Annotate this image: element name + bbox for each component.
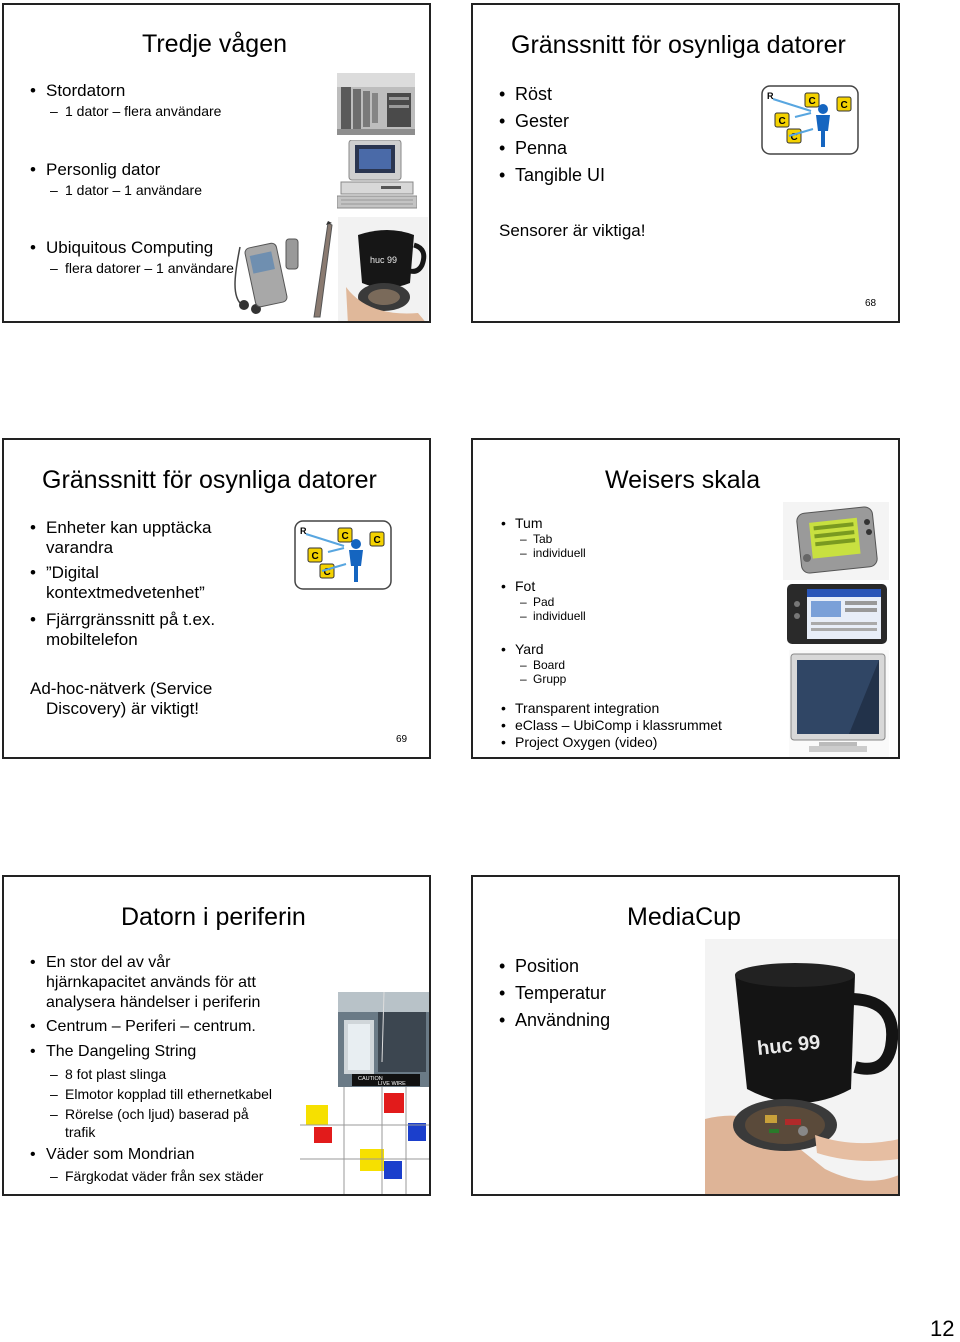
slide-mediacup: MediaCup Position Temperatur Användning … — [471, 875, 900, 1196]
bullet-line: En stor del av vår — [46, 954, 171, 971]
bullet: Enheter kan upptäcka varandra — [30, 518, 212, 558]
board-display-photo — [789, 650, 889, 757]
diagram-label-r: R — [300, 526, 307, 536]
bullet-line: mobiltelefon — [46, 630, 138, 649]
caution-label: CAUTION — [358, 1076, 383, 1082]
sub-bullet-line: Rörelse (och ljud) baserad på — [65, 1106, 249, 1122]
ubiquitous-devices-photo: huc 99 — [234, 217, 428, 321]
bullet: The Dangeling String — [30, 1042, 196, 1062]
sub-bullet: Tab — [520, 532, 553, 547]
sub-bullet: individuell — [520, 609, 586, 624]
sub-bullet: flera datorer – 1 användare — [50, 259, 234, 277]
bullet: Ubiquitous Computing — [30, 238, 213, 258]
slide-title: Tredje vågen — [142, 30, 287, 58]
diagram-label-c: C — [779, 116, 786, 127]
sub-bullet: Elmotor kopplad till ethernetkabel — [50, 1085, 272, 1103]
bullet: Väder som Mondrian — [30, 1145, 194, 1165]
slide-gransnitt-2: Gränssnitt för osynliga datorer Enheter … — [2, 438, 431, 759]
bullet: Tangible UI — [499, 165, 605, 185]
slide-page-number: 68 — [865, 298, 877, 309]
bullet-line: ”Digital — [46, 563, 99, 582]
bullet-line: kontextmedvetenhet” — [46, 583, 205, 602]
slide-title: MediaCup — [627, 903, 741, 931]
slide-note: Sensorer är viktiga! — [499, 221, 646, 240]
diagram-label-r: R — [767, 91, 774, 101]
note-line: Discovery) är viktigt! — [46, 699, 200, 718]
bullet: Transparent integration — [501, 700, 659, 717]
slide-note: Ad-hoc-nätverk (Service Discovery) är vi… — [30, 679, 212, 719]
diagram-label-c: C — [312, 551, 319, 562]
mainframe-photo — [337, 73, 415, 135]
live-wire-label: LIVE WIRE — [378, 1081, 406, 1087]
bullet: eClass – UbiComp i klassrummet — [501, 717, 722, 734]
tab-device-photo — [783, 502, 889, 580]
bullet: Penna — [499, 138, 567, 158]
mug-logo-text: huc 99 — [370, 255, 397, 265]
bullet: En stor del av vår hjärnkapacitet använd… — [30, 953, 261, 1013]
bullet: Röst — [499, 84, 552, 104]
diagram-label-c: C — [342, 531, 349, 542]
bullet-line: varandra — [46, 538, 114, 557]
bullet: Tum — [501, 515, 543, 532]
sub-bullet: Pad — [520, 595, 555, 610]
sub-bullet: individuell — [520, 546, 586, 561]
sub-bullet: Grupp — [520, 672, 567, 687]
sub-bullet-line: trafik — [65, 1124, 96, 1140]
bullet: ”Digital kontextmedvetenhet” — [30, 563, 205, 603]
sub-bullet: Färgkodat väder från sex städer — [50, 1167, 263, 1185]
slide-title: Weisers skala — [605, 466, 761, 494]
bullet-line: analysera händelser i periferin — [46, 994, 261, 1011]
service-discovery-diagram: R C C C C — [294, 520, 392, 590]
slide-title: Gränssnitt för osynliga datorer — [42, 466, 377, 494]
sub-bullet: Rörelse (och ljud) baserad på trafik — [50, 1105, 249, 1141]
slide-title: Datorn i periferin — [121, 903, 306, 931]
pad-device-photo — [787, 584, 887, 644]
personal-computer-photo — [337, 140, 417, 209]
slide-datorn-i-periferin: Datorn i periferin En stor del av vår hj… — [2, 875, 431, 1196]
bullet: Användning — [499, 1010, 610, 1030]
bullet: Gester — [499, 111, 569, 131]
service-discovery-diagram: R C C C C — [761, 85, 859, 155]
bullet: Position — [499, 956, 579, 976]
bullet: Project Oxygen (video) — [501, 734, 657, 751]
sub-bullet: Board — [520, 658, 565, 673]
diagram-label-c: C — [324, 567, 331, 578]
sub-bullet: 8 fot plast slinga — [50, 1065, 166, 1083]
mondrian-weather-graphic — [300, 1087, 429, 1194]
slide-weisers-skala: Weisers skala Tum Tab individuell Fot Pa… — [471, 438, 900, 759]
diagram-label-c: C — [841, 100, 848, 111]
bullet: Fot — [501, 578, 535, 595]
sub-bullet: 1 dator – 1 användare — [50, 181, 202, 199]
bullet: Yard — [501, 641, 543, 658]
bullet: Stordatorn — [30, 81, 125, 101]
bullet: Centrum – Periferi – centrum. — [30, 1017, 256, 1037]
bullet: Personlig dator — [30, 160, 160, 180]
diagram-label-c: C — [374, 535, 381, 546]
bullet-line: Enheter kan upptäcka — [46, 518, 212, 537]
sub-bullet: 1 dator – flera användare — [50, 102, 221, 120]
bullet: Fjärrgränssnitt på t.ex. mobiltelefon — [30, 610, 216, 650]
page-number: 12 — [930, 1316, 955, 1341]
slide-gransnitt-1: Gränssnitt för osynliga datorer Röst Ges… — [471, 3, 900, 323]
note-line: Ad-hoc-nätverk (Service — [30, 679, 213, 698]
bullet-line: Fjärrgränssnitt på t.ex. — [46, 610, 216, 629]
dangling-string-photo: CAUTION LIVE WIRE — [338, 992, 429, 1088]
bullet-line: hjärnkapacitet används för att — [46, 974, 256, 991]
bullet: Temperatur — [499, 983, 606, 1003]
slide-tredje-vagen: Tredje vågen Stordatorn 1 dator – flera … — [2, 3, 431, 323]
diagram-label-c: C — [809, 96, 816, 107]
mediacup-photo: huc 99 — [705, 939, 898, 1194]
slide-page-number: 69 — [396, 734, 408, 745]
diagram-label-c: C — [791, 132, 798, 143]
slide-title: Gränssnitt för osynliga datorer — [511, 31, 846, 59]
